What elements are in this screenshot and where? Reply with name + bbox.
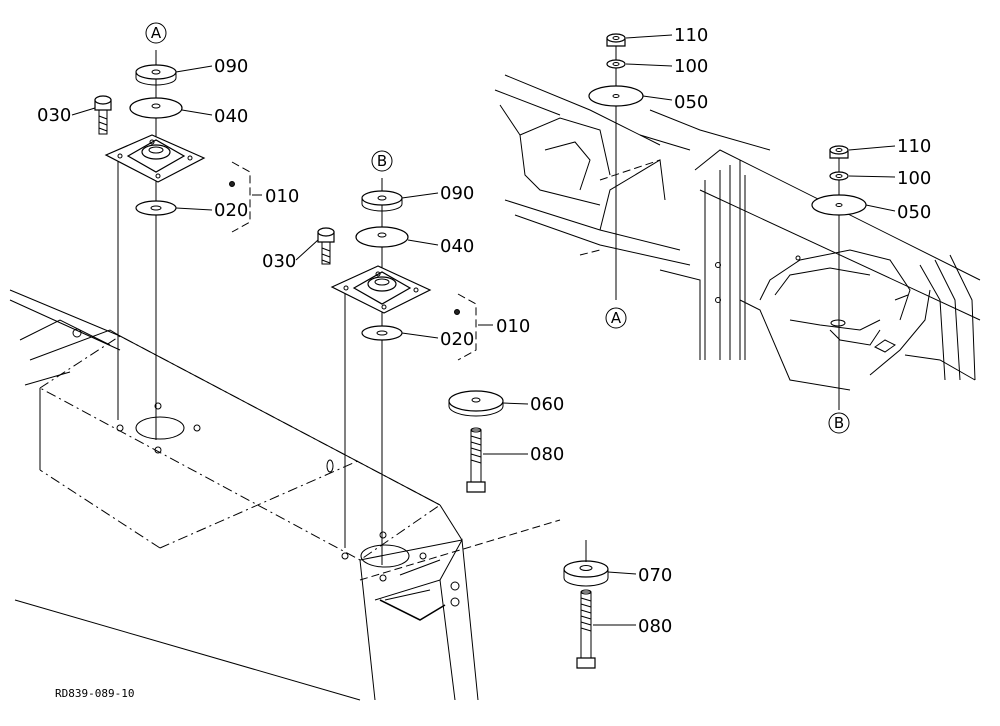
callout-b-mid: B — [371, 150, 393, 172]
part-label-100: 100 — [897, 168, 931, 189]
callout-circle — [371, 150, 393, 172]
part-label-040: 040 — [440, 236, 474, 257]
part-label-010: 010 — [265, 186, 299, 207]
callout-label: A — [611, 309, 622, 327]
part-label-020: 020 — [440, 329, 474, 350]
lower-bolts — [448, 390, 609, 669]
part-label-090: 090 — [440, 183, 474, 204]
part-label-100: 100 — [674, 56, 708, 77]
mount-stack-a — [94, 50, 251, 440]
part-label-050: 050 — [674, 92, 708, 113]
part-label-080: 080 — [530, 444, 564, 465]
part-label-020: 020 — [214, 200, 248, 221]
part-label-060: 060 — [530, 394, 564, 415]
part-label-050: 050 — [897, 202, 931, 223]
upper-frame — [494, 74, 981, 391]
drawing-code: RD839-089-10 — [55, 687, 134, 700]
part-label-030: 030 — [37, 105, 71, 126]
part-label-090: 090 — [214, 56, 248, 77]
right-stack-b — [811, 145, 867, 410]
callout-b-right: B — [828, 412, 850, 434]
callout-circle — [828, 412, 850, 434]
callout-a-top: A — [145, 22, 167, 44]
part-labels: 090 040 030 010 020 090 040 030 010 020 … — [37, 25, 931, 637]
mount-stack-b — [317, 178, 477, 565]
callout-circle — [145, 22, 167, 44]
part-label-110: 110 — [674, 25, 708, 46]
part-label-070: 070 — [638, 565, 672, 586]
callout-label: B — [377, 152, 387, 170]
callout-label: A — [151, 24, 162, 42]
lower-frame — [9, 289, 561, 701]
callout-label: B — [834, 414, 844, 432]
callout-a-right: A — [605, 307, 627, 329]
part-label-110: 110 — [897, 136, 931, 157]
part-label-080: 080 — [638, 616, 672, 637]
part-label-030: 030 — [262, 251, 296, 272]
leader-lines — [71, 34, 896, 626]
right-stack-a — [588, 33, 644, 300]
part-label-010: 010 — [496, 316, 530, 337]
callout-circle — [605, 307, 627, 329]
part-label-040: 040 — [214, 106, 248, 127]
